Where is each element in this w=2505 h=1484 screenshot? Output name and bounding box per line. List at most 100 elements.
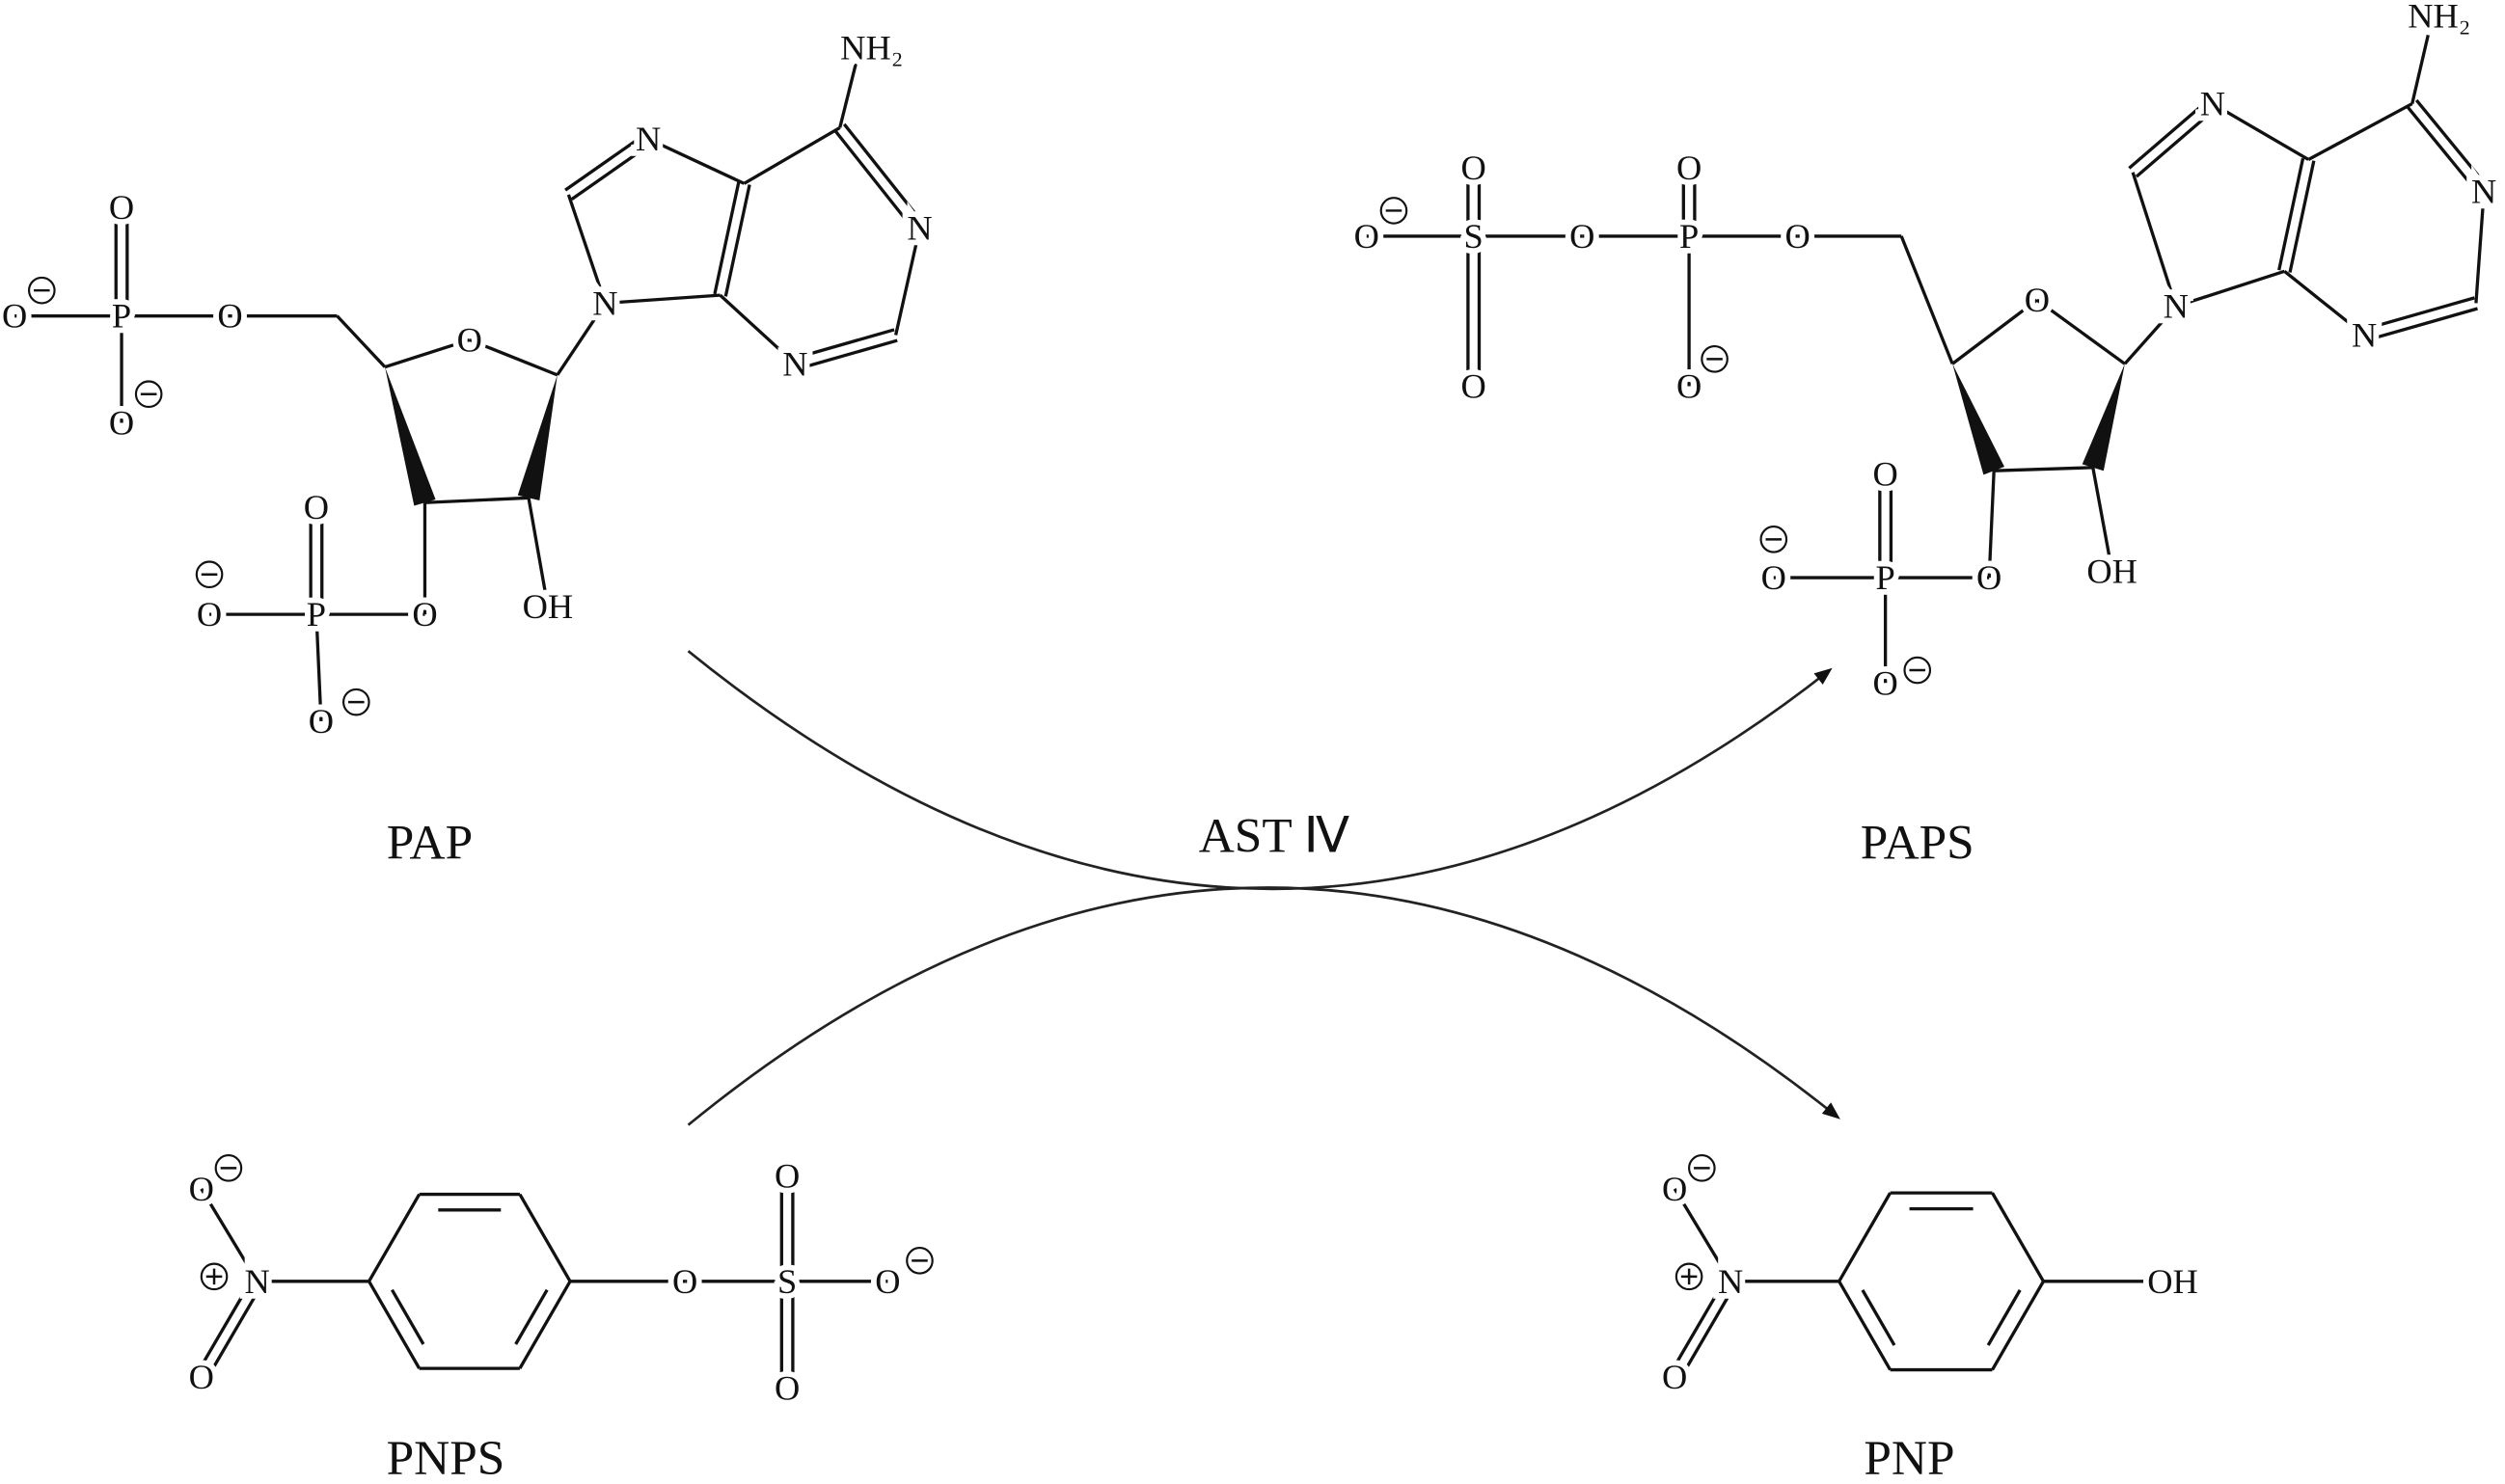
double-bond	[2277, 157, 2305, 271]
single-bond	[384, 337, 471, 369]
pnps-atom: N	[245, 1262, 270, 1301]
paps-atom: O	[1873, 454, 1898, 493]
single-bond	[2123, 305, 2178, 365]
paps-atom: O	[1569, 217, 1594, 256]
pap-atom: N	[592, 283, 617, 322]
single-bond	[527, 498, 550, 607]
single-bond	[368, 1281, 422, 1369]
pap-atom: O	[2, 297, 27, 336]
positive-charge-icon	[1675, 1262, 1703, 1291]
double-bond	[2414, 98, 2490, 189]
single-bond	[1899, 235, 1954, 364]
single-bond	[605, 293, 721, 306]
paps-atom: N	[2471, 173, 2496, 211]
paps-atom: O	[1676, 148, 1702, 187]
paps-atom: O	[1461, 366, 1486, 405]
negative-charge-icon	[1701, 345, 1729, 373]
paps-atom: O	[1784, 217, 1810, 256]
single-bond	[556, 302, 607, 376]
pap-atom: P	[112, 297, 131, 336]
double-bond	[713, 181, 741, 295]
aromatic-bond	[514, 1288, 549, 1345]
double-bond	[793, 328, 895, 361]
double-bond	[833, 129, 917, 233]
enzyme-label: AST Ⅳ	[1199, 809, 1349, 864]
double-bond	[842, 122, 926, 227]
single-bond	[2035, 298, 2126, 365]
pnps-atom: O	[189, 1170, 214, 1208]
pnps-label: PNPS	[387, 1431, 505, 1484]
paps-atom: N	[2200, 85, 2225, 123]
negative-charge-icon	[341, 688, 370, 716]
paps-atom: S	[1464, 217, 1484, 256]
double-bond	[564, 132, 646, 192]
pap-atom: OH	[523, 587, 574, 626]
negative-charge-icon	[27, 276, 56, 305]
paps-atom: P	[1679, 217, 1699, 256]
single-bond	[894, 228, 922, 336]
pap-atom: P	[307, 595, 326, 634]
reaction-arrow-pnps-to-pnp	[687, 886, 1840, 1126]
single-bond	[1838, 1281, 1892, 1371]
pap-atom: O	[457, 320, 482, 359]
pap-atom: O	[109, 188, 134, 227]
pnp-label: PNP	[1864, 1431, 1954, 1484]
single-bond	[566, 194, 608, 304]
single-bond	[200, 1187, 259, 1282]
pap-atom: O	[412, 595, 437, 634]
double-bond	[796, 338, 898, 371]
paps-atom: O	[1976, 558, 2001, 597]
double-bond	[2135, 106, 2218, 178]
single-bond	[1951, 298, 2038, 365]
pap-atom: O	[217, 297, 242, 336]
paps-atom: NH₂	[2408, 0, 2470, 36]
single-bond	[838, 63, 858, 128]
single-bond	[518, 1193, 572, 1282]
pnps-atom: O	[875, 1262, 900, 1301]
single-bond	[719, 293, 797, 365]
double-bond	[723, 184, 751, 297]
paps-atom: O	[1761, 558, 1786, 597]
single-bond	[647, 137, 746, 185]
single-bond	[1838, 1192, 1892, 1282]
single-bond	[1991, 1192, 2045, 1282]
pap-atom: NH₂	[840, 29, 903, 67]
negative-charge-icon	[1903, 656, 1932, 685]
single-bond	[2307, 102, 2413, 161]
single-bond	[2283, 270, 2366, 337]
single-bond	[1987, 471, 1996, 579]
wedge-bond	[1952, 364, 2004, 475]
positive-charge-icon	[200, 1262, 229, 1291]
double-bond	[2362, 296, 2475, 332]
paps-atom: O	[1354, 217, 1379, 256]
single-bond	[2474, 191, 2486, 304]
paps-atom: P	[1876, 558, 1895, 597]
wedge-bond	[517, 374, 558, 500]
pap-atom: N	[907, 209, 932, 248]
paps-atom: N	[2352, 316, 2377, 355]
negative-charge-icon	[1759, 526, 1788, 553]
single-bond	[314, 614, 323, 722]
single-bond	[743, 125, 841, 185]
double-bond	[2128, 97, 2211, 170]
pap-atom: O	[309, 702, 334, 741]
paps-label: PAPS	[1861, 815, 1974, 870]
single-bond	[336, 314, 387, 368]
double-bond	[1668, 1278, 1728, 1376]
negative-charge-icon	[1379, 197, 1408, 225]
double-bond	[195, 1278, 255, 1376]
charges-layer	[27, 197, 1932, 1291]
double-bond	[2365, 307, 2478, 342]
pnps-atom: O	[775, 1157, 800, 1196]
pap-atom: N	[636, 120, 661, 158]
double-bond	[204, 1282, 264, 1381]
pnps-atom: O	[189, 1358, 214, 1396]
pnps-atom: S	[777, 1262, 797, 1301]
negative-charge-icon	[214, 1154, 243, 1182]
wedge-bond	[385, 366, 436, 506]
negative-charge-icon	[195, 560, 224, 589]
negative-charge-icon	[906, 1247, 934, 1275]
single-bond	[1994, 466, 2093, 472]
